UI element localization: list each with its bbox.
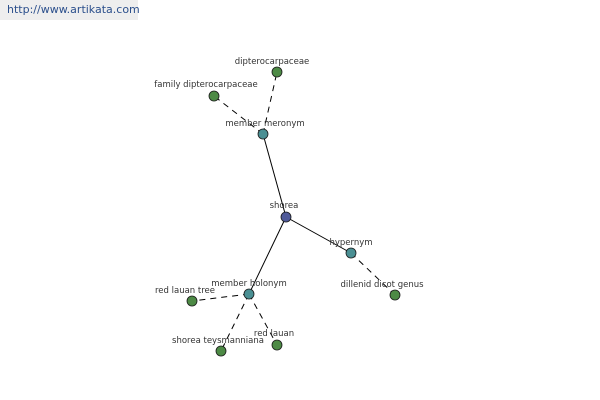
node-dipterocarpaceae[interactable] <box>271 66 283 78</box>
label-member-meronym: member meronym <box>225 119 304 129</box>
node-red-lauan-tree[interactable] <box>186 295 198 307</box>
node-family-dipterocarpaceae[interactable] <box>208 90 220 102</box>
edge-member-holonym-red-lauan-tree <box>191 293 250 302</box>
edge-member-holonym-red-lauan <box>248 293 278 346</box>
label-dillenid-dicot-genus: dillenid dicot genus <box>340 280 424 290</box>
node-dillenid-dicot-genus[interactable] <box>389 289 401 301</box>
label-dipterocarpaceae: dipterocarpaceae <box>235 57 310 67</box>
source-url-link[interactable]: http://www.artikata.com <box>7 3 140 16</box>
label-family-dipterocarpaceae: family dipterocarpaceae <box>154 80 257 90</box>
label-shorea: shorea <box>270 201 299 211</box>
label-member-holonym: member holonym <box>211 279 286 289</box>
label-shorea-teysmanniana: shorea teysmanniana <box>172 336 264 346</box>
source-url-bar: http://www.artikata.com <box>0 0 140 20</box>
label-red-lauan: red lauan <box>254 329 294 339</box>
node-hypernym[interactable] <box>345 247 357 259</box>
node-shorea[interactable] <box>280 211 292 223</box>
label-red-lauan-tree: red lauan tree <box>155 286 215 296</box>
edge-shorea-hypernym <box>285 216 352 254</box>
node-red-lauan[interactable] <box>271 339 283 351</box>
node-member-meronym[interactable] <box>257 128 269 140</box>
edge-shorea-member-meronym <box>262 133 287 218</box>
label-hypernym: hypernym <box>329 238 372 248</box>
node-shorea-teysmanniana[interactable] <box>215 345 227 357</box>
edge-shorea-member-holonym <box>248 216 287 295</box>
node-member-holonym[interactable] <box>243 288 255 300</box>
